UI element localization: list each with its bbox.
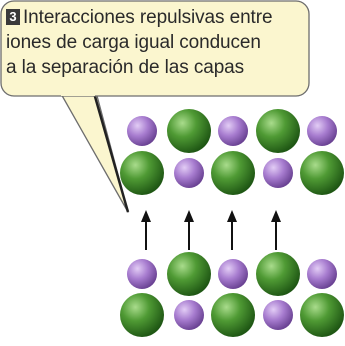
callout-line-1: Interacciones repulsivas entre xyxy=(23,7,273,28)
lower-ion-layer xyxy=(120,252,344,337)
arrow-head xyxy=(227,210,237,222)
cation-sphere xyxy=(263,158,293,188)
anion-sphere xyxy=(300,293,344,337)
pointer-shadow-line xyxy=(92,92,130,213)
anion-sphere xyxy=(211,151,255,195)
arrow-head xyxy=(271,210,281,222)
anion-sphere xyxy=(211,293,255,337)
cation-sphere xyxy=(127,259,157,289)
anion-sphere xyxy=(167,109,211,153)
arrow-head xyxy=(184,210,194,222)
callout-seam xyxy=(61,90,95,96)
cation-sphere xyxy=(174,300,204,330)
arrow-head xyxy=(141,210,151,222)
cation-sphere xyxy=(127,116,157,146)
anion-sphere xyxy=(120,293,164,337)
cation-sphere xyxy=(263,300,293,330)
anion-sphere xyxy=(256,109,300,153)
anion-sphere xyxy=(167,252,211,296)
cation-sphere xyxy=(174,158,204,188)
repulsion-arrows xyxy=(141,210,281,250)
callout-box xyxy=(0,0,310,97)
cation-sphere xyxy=(218,259,248,289)
cation-sphere xyxy=(307,116,337,146)
cation-sphere xyxy=(218,116,248,146)
cation-sphere xyxy=(307,259,337,289)
anion-sphere xyxy=(120,151,164,195)
callout-line-2: iones de carga igual conducen xyxy=(6,32,261,53)
callout-pointer xyxy=(59,91,129,213)
anion-sphere xyxy=(300,151,344,195)
callout-line-3: a la separación de las capas xyxy=(6,57,245,78)
anion-sphere xyxy=(256,252,300,296)
upper-ion-layer xyxy=(120,109,344,195)
step-number-badge: 3 xyxy=(6,9,20,25)
